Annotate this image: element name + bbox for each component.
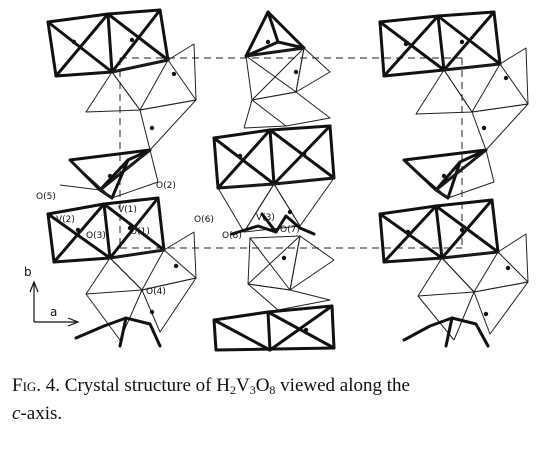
label-v1: V(1) [118, 205, 137, 215]
caption-axis-c: c [12, 403, 21, 424]
caption-sub-o: 8 [269, 383, 276, 397]
axis-indicator: b a [24, 265, 80, 327]
label-o6: O(6) [194, 215, 214, 225]
b-axis-label: b [24, 265, 32, 279]
figure-caption: Fig. 4. Crystal structure of H2V3O8 view… [12, 372, 532, 428]
left-column-polyhedra [46, 8, 197, 348]
caption-text-after: viewed along the [275, 375, 410, 396]
label-o4: O(4) [146, 287, 166, 297]
a-axis-label: a [50, 305, 57, 319]
caption-v: V [235, 375, 250, 396]
caption-fig-number: 4. [45, 375, 61, 396]
label-o2: O(2) [156, 181, 176, 191]
right-column-polyhedra [378, 10, 529, 348]
caption-text-before: Crystal structure of H [64, 375, 230, 396]
crystal-structure-diagram: O(5) V(2) O(3) V(1) O(2) O(1) O(6) O(8) … [24, 8, 529, 352]
label-o7: O(7) [280, 225, 300, 235]
label-o1: O(1) [130, 227, 150, 237]
label-o5: O(5) [36, 192, 56, 202]
caption-sub-v: 3 [249, 383, 256, 397]
caption-sub-h: 2 [229, 383, 236, 397]
atom-labels: O(5) V(2) O(3) V(1) O(2) O(1) O(6) O(8) … [36, 181, 300, 297]
caption-fig-prefix: Fig. [12, 375, 42, 396]
label-v3: V(3) [256, 213, 275, 223]
caption-o: O [255, 375, 270, 396]
caption-line2-rest: -axis. [20, 403, 63, 424]
label-o3: O(3) [86, 231, 106, 241]
vanadium-atoms [71, 37, 511, 333]
middle-column-polyhedra [212, 10, 336, 352]
label-o8: O(8) [222, 231, 242, 241]
label-v2: V(2) [56, 215, 75, 225]
